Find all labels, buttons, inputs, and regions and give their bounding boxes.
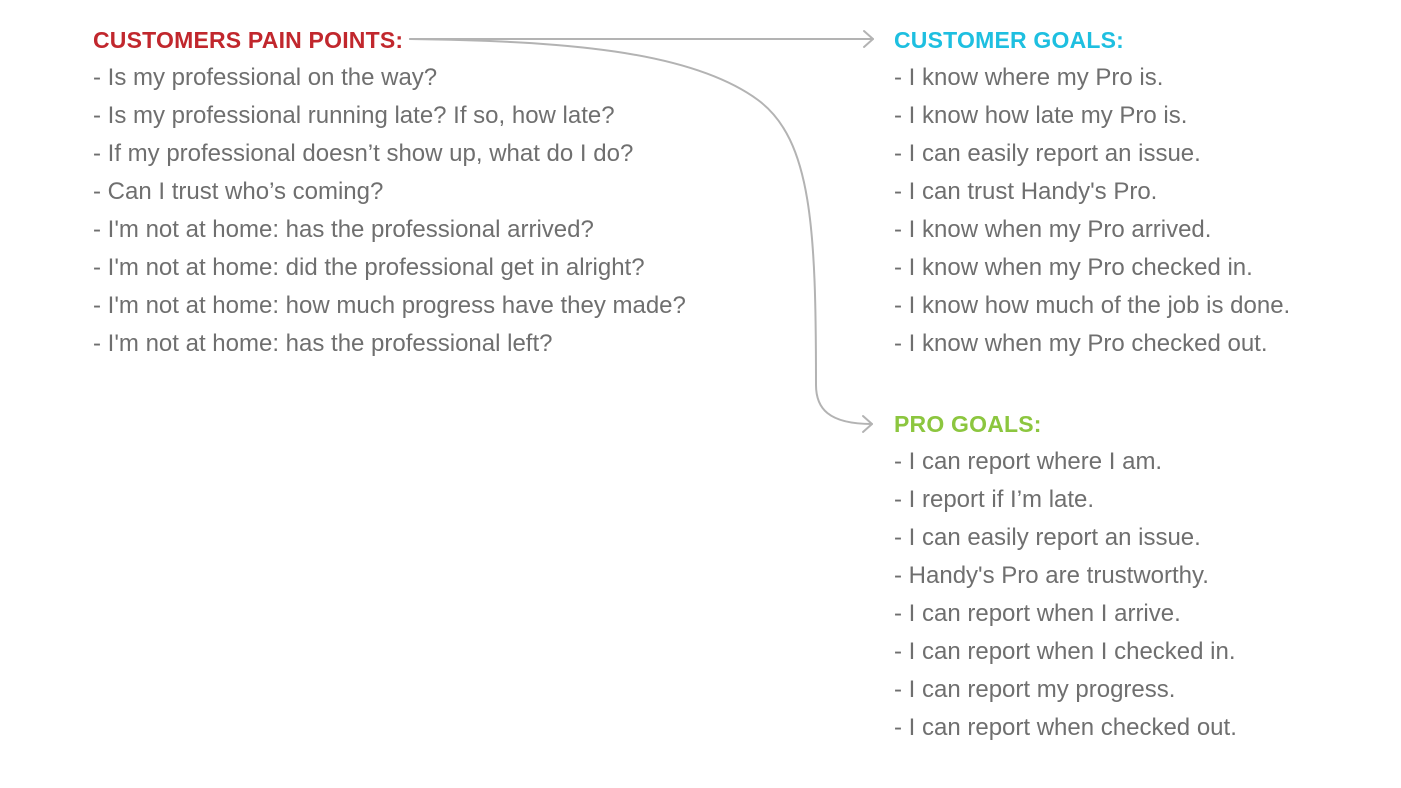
pain-points-heading: CUSTOMERS PAIN POINTS: — [93, 27, 404, 53]
list-item: - I know when my Pro checked in. — [894, 254, 1253, 281]
list-item: - I know how much of the job is done. — [894, 292, 1291, 319]
list-item: - I report if I’m late. — [894, 486, 1095, 513]
list-item: - I'm not at home: has the professional … — [93, 330, 553, 357]
list-item: - I know how late my Pro is. — [894, 102, 1188, 129]
list-item: - Can I trust who’s coming? — [93, 178, 384, 205]
list-item: - I'm not at home: did the professional … — [93, 254, 645, 281]
arrow-to-pro-goals — [409, 38, 873, 425]
pain-points-list: - Is my professional on the way? - Is my … — [93, 59, 686, 363]
arrowhead-customer-goals — [863, 30, 874, 48]
list-item: - I can report my progress. — [894, 676, 1176, 703]
arrowhead-pro-goals — [862, 415, 873, 433]
list-item: - I can report when I arrive. — [894, 600, 1181, 627]
list-item: - I know where my Pro is. — [894, 64, 1164, 91]
list-item: - I can easily report an issue. — [894, 140, 1201, 167]
list-item: - I can easily report an issue. — [894, 524, 1201, 551]
list-item: - I know when my Pro arrived. — [894, 216, 1212, 243]
list-item: - I can trust Handy's Pro. — [894, 178, 1158, 205]
list-item: - If my professional doesn’t show up, wh… — [93, 140, 634, 167]
list-item: - Is my professional on the way? — [93, 64, 438, 91]
pro-goals-heading: PRO GOALS: — [894, 411, 1042, 437]
customer-goals-heading: CUSTOMER GOALS: — [894, 27, 1125, 53]
list-item: - Handy's Pro are trustworthy. — [894, 562, 1209, 589]
list-item: - I know when my Pro checked out. — [894, 330, 1268, 357]
list-item: - Is my professional running late? If so… — [93, 102, 615, 129]
pro-goals-section: PRO GOALS: - I can report where I am.- I… — [894, 405, 1237, 747]
list-item: - I'm not at home: has the professional … — [93, 216, 594, 243]
customer-goals-list: - I know where my Pro is. - I know how la… — [894, 59, 1290, 363]
customer-pain-points-section: CUSTOMERS PAIN POINTS: - Is my professio… — [93, 21, 686, 363]
customer-goals-section: CUSTOMER GOALS: - I know where my Pro is… — [894, 21, 1290, 363]
list-item: - I'm not at home: how much progress hav… — [93, 292, 686, 319]
pro-goals-list: - I can report where I am. - I report if … — [894, 443, 1237, 747]
list-item: - I can report where I am. — [894, 448, 1163, 475]
list-item: - I can report when I checked in. — [894, 638, 1236, 665]
connector-group — [409, 30, 874, 433]
list-item: - I can report when checked out. — [894, 714, 1237, 741]
